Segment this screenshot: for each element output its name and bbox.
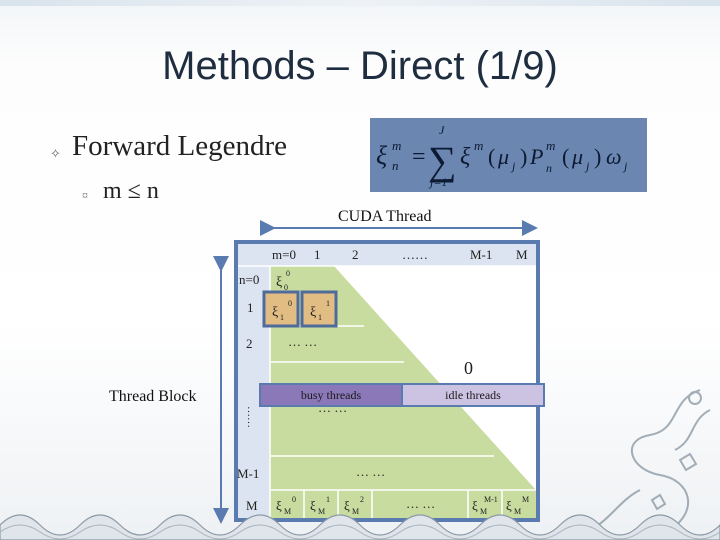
cell-10-sup: 0 <box>288 299 292 308</box>
thread-matrix-diagram: m=0 1 2 …… M-1 M n=0 1 2 …… M-1 M ξ 0 0 … <box>234 240 540 522</box>
cell-11-sub: 1 <box>318 313 322 322</box>
col-header-dots: …… <box>402 247 428 262</box>
col-header-2: 2 <box>352 247 359 262</box>
cell-10-sub: 1 <box>280 313 284 322</box>
idle-threads-label: idle threads <box>445 388 501 402</box>
wave-decoration <box>0 500 720 540</box>
cell-00-sup: 0 <box>286 269 290 278</box>
cell-00-xi: ξ <box>276 275 282 290</box>
cell-10-xi: ξ <box>272 305 278 320</box>
row-header-2: 2 <box>246 336 253 351</box>
col-header-1: 1 <box>314 247 321 262</box>
row-header-m-1: M-1 <box>237 466 259 481</box>
row-header-n0: n=0 <box>239 272 259 287</box>
cell-11-sup: 1 <box>326 299 330 308</box>
thread-status-bar: busy threads idle threads <box>258 382 548 410</box>
col-header-m-1: M-1 <box>470 247 492 262</box>
row-m-1-dots: … … <box>356 464 385 479</box>
zero-label: 0 <box>464 358 473 378</box>
col-header-m0: m=0 <box>272 247 296 262</box>
row-header-dots: …… <box>245 406 257 428</box>
row-2-dots: … … <box>288 334 317 349</box>
col-header-M: M <box>516 247 528 262</box>
cell-11-xi: ξ <box>310 305 316 320</box>
busy-threads-label: busy threads <box>301 388 362 402</box>
row-header-1: 1 <box>247 300 254 315</box>
